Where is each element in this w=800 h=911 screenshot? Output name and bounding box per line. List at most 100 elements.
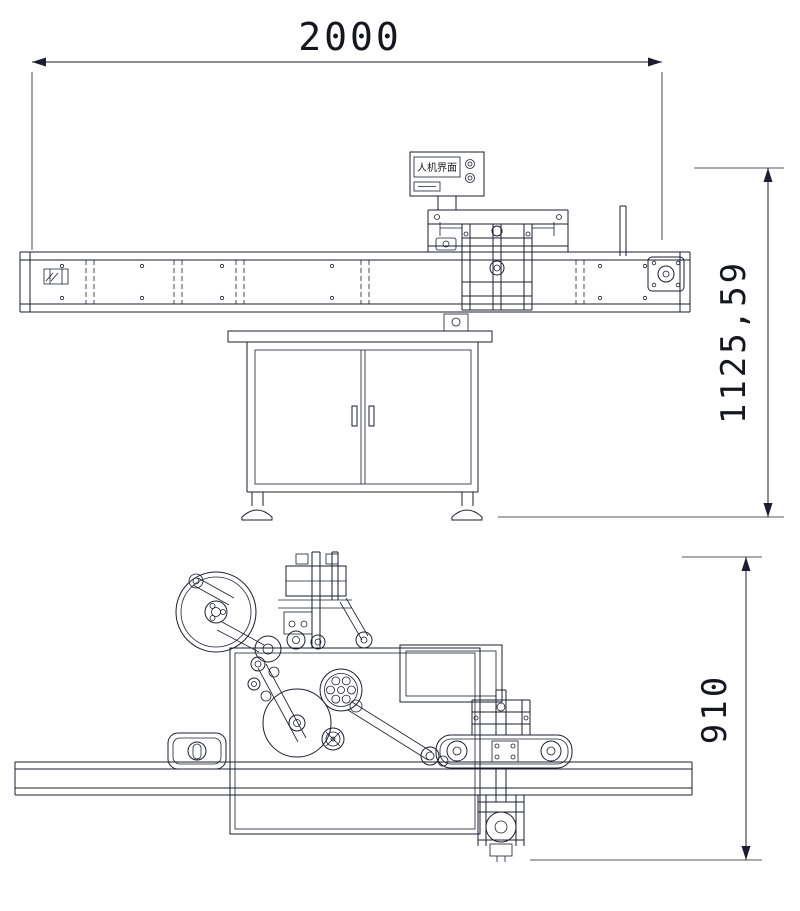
left-motor-slot bbox=[192, 743, 202, 760]
sprocket-hole bbox=[331, 676, 341, 686]
table-top bbox=[227, 330, 493, 343]
tension-knob-center bbox=[330, 736, 336, 742]
sprocket-hole bbox=[341, 676, 351, 686]
column-hub bbox=[489, 260, 505, 276]
indicator-light-icon bbox=[465, 173, 475, 183]
hmi-panel: 人机界面 bbox=[409, 151, 485, 210]
upper-arm-roller-center bbox=[192, 577, 200, 585]
drive-pulley-center bbox=[452, 746, 462, 756]
web-roller-center bbox=[251, 681, 257, 687]
knob-cross bbox=[325, 731, 341, 747]
guide-roller bbox=[310, 634, 326, 650]
cabinet-doors bbox=[254, 349, 472, 485]
sprocket-hole bbox=[331, 694, 341, 704]
dimension-length: 2000 bbox=[31, 15, 663, 250]
arm-lines bbox=[347, 701, 433, 761]
motor-bolt bbox=[651, 282, 657, 288]
unwind-disc-inner bbox=[180, 576, 252, 648]
bridge-bolt bbox=[556, 214, 562, 220]
rail-lines bbox=[14, 761, 693, 796]
web-roller bbox=[250, 656, 266, 672]
dimension-extension-lines bbox=[498, 167, 784, 518]
end-motor-shaft bbox=[657, 265, 675, 283]
hmi-keypad bbox=[413, 181, 441, 192]
adjust-knob-box bbox=[435, 237, 457, 251]
foot-pad bbox=[451, 509, 483, 521]
lower-foot-block bbox=[489, 843, 513, 857]
monitor-plan bbox=[399, 644, 503, 703]
dimension-arrow-bottom bbox=[741, 846, 751, 860]
motor-bolt bbox=[675, 282, 681, 288]
rewind-hub bbox=[288, 714, 306, 732]
conveyor-plan bbox=[14, 732, 693, 796]
lower-wheel-center bbox=[494, 820, 508, 834]
lower-foot-lines bbox=[496, 856, 506, 862]
arm-roller bbox=[349, 699, 363, 713]
front-view: 2000 bbox=[19, 15, 784, 521]
labeler-bridge bbox=[427, 209, 569, 311]
link-roller-center bbox=[360, 636, 368, 644]
sensor-box bbox=[443, 313, 469, 332]
left-motor-shaft bbox=[187, 741, 207, 761]
monitor-outer bbox=[399, 644, 503, 703]
sprocket-hole bbox=[341, 694, 351, 704]
end-motor-shaft-center bbox=[662, 270, 670, 278]
hub-pin bbox=[209, 615, 216, 621]
unwind-assembly bbox=[175, 571, 282, 663]
drive-body bbox=[435, 734, 573, 769]
cross-bars bbox=[278, 599, 352, 609]
hub-pin bbox=[209, 603, 216, 609]
transfer-arm bbox=[347, 699, 449, 767]
guide-roller bbox=[286, 630, 306, 650]
right-post bbox=[619, 205, 685, 292]
bolt bbox=[523, 715, 529, 721]
dimension-extension-lines bbox=[31, 72, 663, 250]
motor-bolt bbox=[651, 260, 657, 266]
dimension-height: 1125,59 bbox=[498, 167, 784, 518]
bridge-bolt bbox=[434, 214, 440, 220]
web-roller bbox=[260, 690, 272, 702]
bolt bbox=[510, 743, 516, 749]
valve-block bbox=[295, 553, 309, 565]
sensor-bracket bbox=[443, 313, 469, 332]
dimension-arrow-left bbox=[32, 57, 46, 67]
column-bolt bbox=[525, 231, 531, 237]
hmi-label: 人机界面 bbox=[417, 161, 457, 174]
left-sensor-bracket bbox=[43, 268, 69, 285]
hub-pin bbox=[220, 609, 226, 615]
column-roller bbox=[491, 225, 503, 237]
adjust-knob bbox=[442, 240, 450, 248]
rewind-disc bbox=[262, 688, 332, 758]
door-handle bbox=[351, 405, 358, 427]
door-split bbox=[360, 350, 366, 484]
drive-center-block bbox=[491, 740, 519, 763]
sprocket-center bbox=[337, 686, 345, 694]
dimension-width-text: 910 bbox=[695, 674, 735, 744]
guide-roller-center bbox=[292, 636, 300, 644]
sprocket-hole bbox=[347, 685, 356, 695]
hmi-screen bbox=[413, 156, 461, 178]
drive-unit bbox=[435, 689, 573, 802]
monitor-inner bbox=[405, 650, 497, 697]
upper-arm-roller bbox=[188, 573, 204, 589]
lower-wheel bbox=[485, 811, 517, 843]
column-bolt bbox=[463, 231, 469, 237]
drive-bracket bbox=[471, 689, 531, 735]
dancer-arm bbox=[216, 621, 265, 653]
base-plate bbox=[229, 647, 481, 835]
plate-outer bbox=[229, 647, 481, 835]
cabinet-body bbox=[246, 342, 479, 493]
lower-assembly bbox=[477, 795, 525, 862]
cabinet-legs bbox=[251, 492, 474, 506]
guide-roller-center bbox=[314, 638, 322, 646]
web-roller-center bbox=[254, 660, 262, 668]
web-path bbox=[247, 656, 307, 743]
plate-inner bbox=[234, 652, 476, 830]
rewind-hub-center bbox=[293, 719, 301, 727]
dimension-arrow-top bbox=[741, 557, 751, 571]
plan-view: 910 bbox=[14, 551, 762, 862]
indicator-light-icon bbox=[467, 175, 473, 181]
drive-body-inner bbox=[439, 738, 569, 765]
post-lines bbox=[619, 205, 627, 256]
dimension-arrow-right bbox=[648, 57, 662, 67]
